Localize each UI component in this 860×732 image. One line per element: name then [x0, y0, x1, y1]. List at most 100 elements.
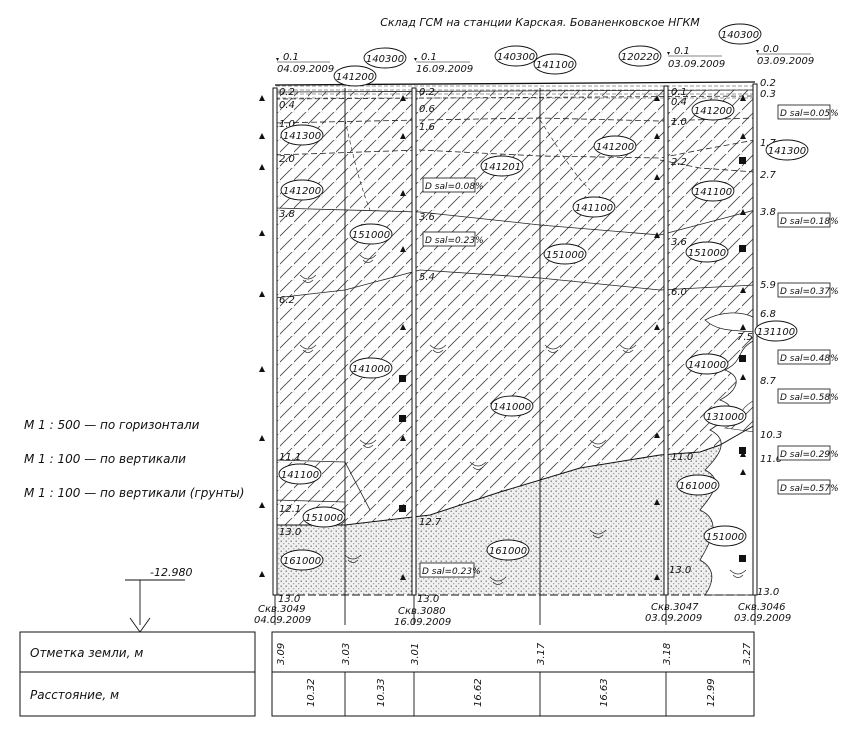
- soil-symbols: [299, 254, 747, 585]
- svg-text:141000: 141000: [493, 402, 531, 413]
- salinity-box: D sal=0.23%: [422, 231, 484, 247]
- svg-text:161000: 161000: [283, 556, 321, 567]
- soil-code-label: 141100: [533, 53, 577, 75]
- svg-text:140300: 140300: [721, 30, 759, 41]
- svg-text:D sal=0.48%: D sal=0.48%: [780, 354, 839, 364]
- sample-markers: [259, 95, 746, 580]
- salinity-box: D sal=0.48%: [777, 349, 839, 365]
- depth-label: 0.4: [279, 100, 295, 111]
- svg-text:141000: 141000: [352, 364, 390, 375]
- elevation-value: 3.27: [742, 642, 753, 665]
- soil-code-label: 141200: [280, 179, 324, 201]
- depth-label: 2.2: [671, 157, 687, 168]
- depth-label: 12.1: [279, 504, 301, 515]
- svg-text:141300: 141300: [283, 131, 321, 142]
- elevation-value: 3.17: [536, 642, 547, 665]
- elevation-value: 3.09: [276, 643, 287, 665]
- svg-text:151000: 151000: [688, 248, 726, 259]
- soil-code-label: 151000: [703, 525, 747, 547]
- soil-code-label: 161000: [486, 539, 530, 561]
- svg-text:141300: 141300: [768, 146, 806, 157]
- depth-label: 3.6: [671, 237, 687, 248]
- depth-label: 0.2: [279, 87, 295, 98]
- table-row-ground-label: Отметка земли, м: [30, 646, 143, 660]
- svg-text:131100: 131100: [757, 327, 795, 338]
- soil-code-label: 140300: [363, 47, 407, 69]
- svg-text:161000: 161000: [489, 546, 527, 557]
- scale-vertical: М 1 : 100 — по вертикали: [24, 452, 186, 466]
- svg-text:120220: 120220: [621, 52, 659, 63]
- well-3-column: [663, 85, 669, 596]
- soil-code-label: 141300: [280, 124, 324, 146]
- depth-label: 13.0: [279, 527, 301, 538]
- well-2-date: 16.09.2009: [394, 617, 451, 628]
- well-4-head-date: 03.09.2009: [757, 56, 814, 67]
- depth-label: 5.4: [419, 272, 435, 283]
- well-1-column: [272, 87, 278, 596]
- svg-text:151000: 151000: [305, 513, 343, 524]
- depth-label: 1.0: [279, 119, 295, 130]
- depth-label: 11.1: [279, 452, 301, 463]
- well-3-head-depth: 0.1: [674, 46, 690, 57]
- well-2-head-depth: 0.1: [421, 52, 437, 63]
- well-4-bottom: 13.0: [757, 587, 779, 598]
- elevation-value: 3.18: [662, 643, 673, 665]
- svg-text:131000: 131000: [706, 412, 744, 423]
- depth-label: 0.2: [419, 87, 435, 98]
- soil-code-label: 141000: [349, 357, 393, 379]
- well-4-name: Скв.3046: [738, 602, 786, 613]
- svg-text:141200: 141200: [596, 142, 634, 153]
- section-title: Склад ГСМ на станции Карская. Бованенков…: [380, 16, 700, 29]
- distance-value: 10.32: [306, 678, 317, 707]
- soil-code-label: 161000: [280, 549, 324, 571]
- soil-code-label: 140300: [718, 23, 762, 45]
- well-3-name: Скв.3047: [651, 602, 699, 613]
- soil-code-label: 141000: [685, 353, 729, 375]
- salinity-box: D sal=0.57%: [777, 479, 839, 495]
- depth-label: 0.1: [671, 87, 687, 98]
- well-2-name: Скв.3080: [398, 606, 446, 617]
- distance-value: 16.62: [473, 678, 484, 707]
- wells: [272, 83, 758, 625]
- scale-vertical-soils: М 1 : 100 — по вертикали (грунты): [24, 486, 245, 500]
- well-1-name: Скв.3049: [258, 604, 306, 615]
- svg-text:141201: 141201: [483, 162, 521, 173]
- svg-text:D sal=0.57%: D sal=0.57%: [780, 484, 839, 494]
- svg-text:141100: 141100: [536, 60, 574, 71]
- well-1-head-date: 04.09.2009: [277, 64, 334, 75]
- svg-text:151000: 151000: [546, 250, 584, 261]
- soil-code-label: 141200: [333, 65, 377, 87]
- dotted-sand-area: [275, 425, 755, 595]
- distance-value: 12.99: [706, 678, 717, 707]
- well-3-head-date: 03.09.2009: [668, 59, 725, 70]
- scale-horizontal: М 1 : 500 — по горизонтали: [24, 418, 200, 432]
- soil-code-label: 131000: [703, 405, 747, 427]
- svg-text:D sal=0.23%: D sal=0.23%: [422, 567, 481, 577]
- salinity-box: D sal=0.37%: [777, 282, 839, 298]
- svg-text:D sal=0.29%: D sal=0.29%: [780, 450, 839, 460]
- well-1-date: 04.09.2009: [254, 615, 311, 626]
- soil-code-label: 141100: [278, 463, 322, 485]
- depth-label: 0.4: [671, 97, 687, 108]
- soil-code-label: 141300: [765, 139, 809, 161]
- salinity-box: D sal=0.29%: [777, 445, 839, 461]
- soil-code-label: 141200: [593, 135, 637, 157]
- well-2-bottom: 13.0: [417, 594, 439, 605]
- depth-label: 1.7: [760, 138, 777, 149]
- svg-text:151000: 151000: [352, 230, 390, 241]
- elevation-value: 3.01: [410, 643, 421, 665]
- depth-label: 0.3: [760, 89, 776, 100]
- well-2-head-date: 16.09.2009: [416, 64, 473, 75]
- soil-code-label: 131100: [754, 320, 798, 342]
- soil-code-label: 151000: [349, 223, 393, 245]
- depth-label: 12.7: [419, 517, 442, 528]
- svg-text:141100: 141100: [694, 187, 732, 198]
- depth-label: 2.7: [760, 170, 777, 181]
- svg-text:D sal=0.18%: D sal=0.18%: [780, 217, 839, 227]
- well-1-head-depth: 0.1: [283, 52, 299, 63]
- svg-text:141200: 141200: [336, 72, 374, 83]
- elevation-value: 3.03: [341, 643, 352, 665]
- soil-codes: 140300 140300 140300 141200 141100 12022…: [278, 23, 809, 571]
- table-row-distance-label: Расстояние, м: [30, 688, 119, 702]
- soil-code-label: 141201: [480, 155, 524, 177]
